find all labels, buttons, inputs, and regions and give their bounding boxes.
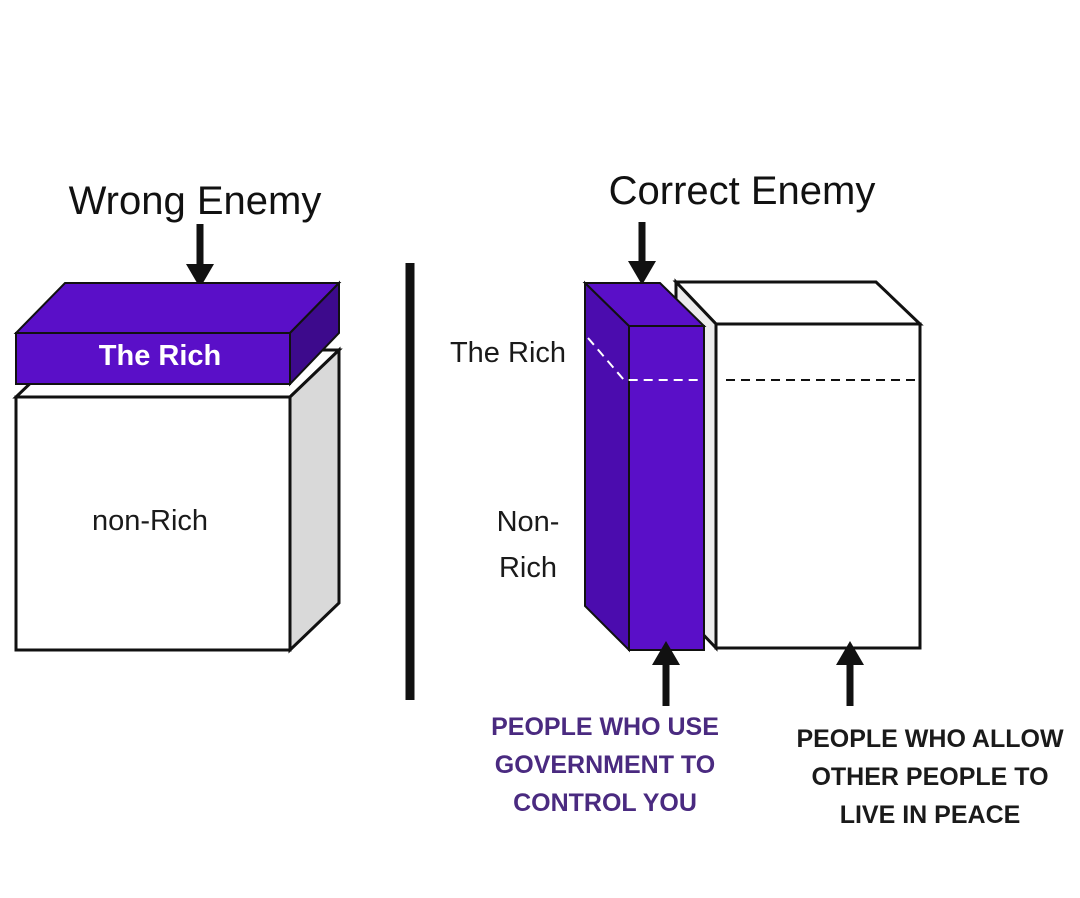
left-panel: Wrong Enemy The Rich non-Rich	[12, 179, 343, 654]
rich-threshold-line	[587, 337, 700, 381]
peace-caption-line1: PEOPLE WHO ALLOW	[796, 725, 1064, 753]
rich-block	[13, 280, 342, 387]
government-caption-line3: CONTROL YOU	[513, 789, 697, 817]
government-caption-line2: GOVERNMENT TO	[495, 751, 715, 779]
nonrich-block	[12, 346, 343, 654]
right-nonrich-label-line1: Non-	[497, 506, 560, 538]
peace-caption: PEOPLE WHO ALLOW OTHER PEOPLE TO LIVE IN…	[796, 725, 1064, 829]
right-title-arrow	[628, 222, 656, 285]
government-column	[582, 280, 707, 653]
peace-caption-line3: LIVE IN PEACE	[840, 801, 1021, 829]
peace-caption-line2: OTHER PEOPLE TO	[811, 763, 1048, 791]
peace-caption-arrow	[836, 641, 864, 706]
left-title: Wrong Enemy	[69, 179, 322, 223]
right-title: Correct Enemy	[609, 169, 876, 213]
right-nonrich-label-line2: Rich	[499, 552, 557, 584]
right-panel: Correct Enemy The Rich	[450, 169, 1064, 829]
government-caption-arrow	[652, 641, 680, 706]
right-rich-label: The Rich	[450, 337, 566, 369]
peaceful-column	[672, 278, 924, 652]
government-caption: PEOPLE WHO USE GOVERNMENT TO CONTROL YOU	[491, 713, 719, 817]
nonrich-block-label: non-Rich	[92, 505, 208, 537]
rich-block-label: The Rich	[99, 340, 221, 372]
left-title-arrow	[186, 224, 214, 288]
government-caption-line1: PEOPLE WHO USE	[491, 713, 719, 741]
